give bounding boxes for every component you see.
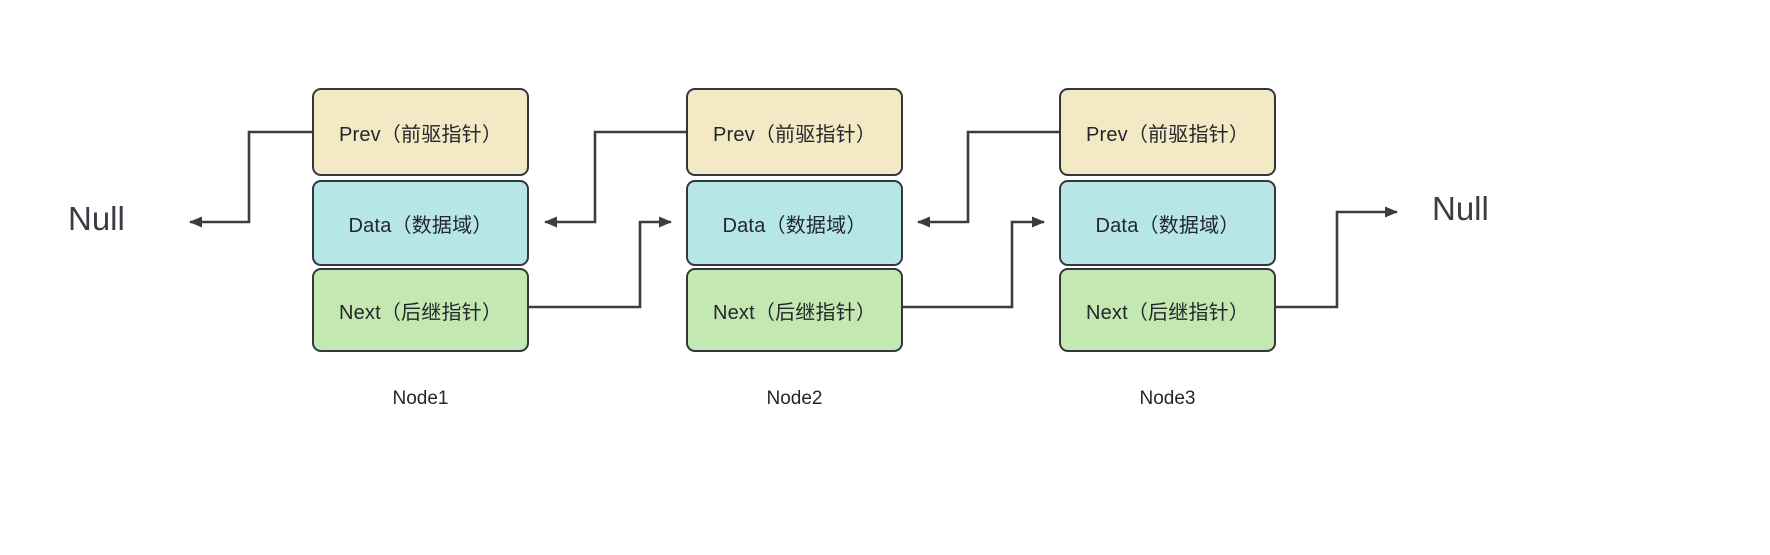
node2-prev-field[interactable]: Prev（前驱指针） xyxy=(686,88,903,176)
node1-next-field[interactable]: Next（后继指针） xyxy=(312,268,529,352)
node1-prev-field[interactable]: Prev（前驱指针） xyxy=(312,88,529,176)
node2-data-field[interactable]: Data（数据域） xyxy=(686,180,903,266)
node3-prev-field[interactable]: Prev（前驱指针） xyxy=(1059,88,1276,176)
node3-label: Node3 xyxy=(1139,388,1196,409)
node3-data-field[interactable]: Data（数据域） xyxy=(1059,180,1276,266)
null-terminator-left: Null xyxy=(68,200,125,237)
node3-next-field[interactable]: Next（后继指针） xyxy=(1059,268,1276,352)
node1-data-field[interactable]: Data（数据域） xyxy=(312,180,529,266)
link-node1-next-to-node2-data xyxy=(528,216,672,309)
link-node2-prev-to-node1-data xyxy=(544,130,686,228)
link-node2-next-to-node3-data xyxy=(901,216,1045,309)
link-node3-next-to-null xyxy=(1275,206,1398,309)
link-node1-prev-to-null xyxy=(189,130,312,228)
node2-label: Node2 xyxy=(766,388,823,409)
node2-next-field[interactable]: Next（后继指针） xyxy=(686,268,903,352)
node1-label: Node1 xyxy=(392,388,449,409)
null-terminator-right: Null xyxy=(1432,190,1489,227)
link-node3-prev-to-node2-data xyxy=(917,130,1059,228)
